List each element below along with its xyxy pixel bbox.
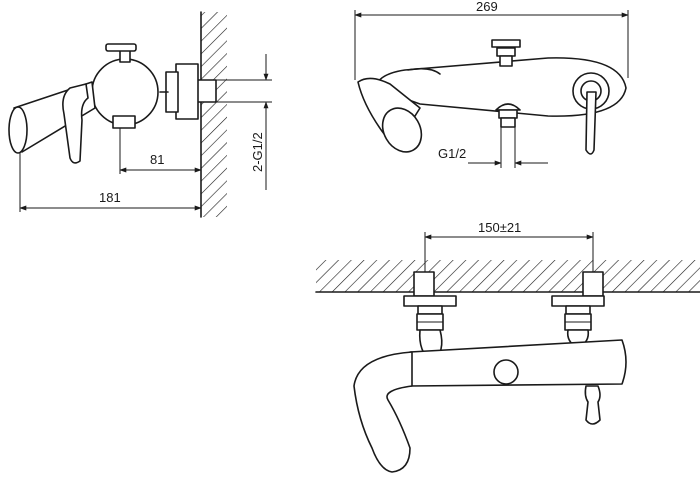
front-diverter-knob <box>493 359 519 385</box>
side-lever <box>62 83 89 164</box>
front-view: 150±21 <box>315 220 700 473</box>
front-spout <box>353 351 413 473</box>
top-body-line <box>407 67 441 75</box>
top-knob-stem <box>496 47 516 57</box>
front-body <box>409 339 627 387</box>
dim-side-depth: 81 <box>150 152 164 167</box>
side-bottom-outlet <box>112 115 136 129</box>
top-outlet-pipe <box>500 117 516 128</box>
dim-side-width: 181 <box>99 190 121 205</box>
top-outlet-dome <box>495 103 521 111</box>
top-outlet-nut <box>498 109 518 119</box>
side-eccentric <box>175 63 199 120</box>
top-knob-cap <box>491 39 521 48</box>
side-wall-hatch <box>201 12 227 217</box>
side-spout-mouth <box>8 106 28 154</box>
top-view: 269 G1/2 <box>354 0 629 168</box>
dim-side-thread: 2-G1/2 <box>250 132 265 172</box>
dim-front-spacing: 150±21 <box>478 220 521 235</box>
front-left-flange <box>403 295 457 307</box>
side-body <box>91 58 159 126</box>
side-view: 2-G1/2 81 181 <box>8 11 272 218</box>
front-wall-hatch <box>316 260 700 292</box>
front-right-neck <box>565 305 591 315</box>
top-spout-mouth <box>381 107 423 153</box>
dim-top-thread: G1/2 <box>438 146 466 161</box>
side-knob-cap <box>105 43 137 52</box>
front-right-flange <box>551 295 605 307</box>
front-left-pipe <box>413 271 435 297</box>
top-lever <box>585 91 597 155</box>
top-knob-base <box>499 55 513 67</box>
dim-top-width: 269 <box>476 0 498 14</box>
front-lever <box>584 385 601 425</box>
side-pipe-stub <box>195 79 217 103</box>
front-right-pipe <box>582 271 604 297</box>
front-left-neck <box>417 305 443 315</box>
